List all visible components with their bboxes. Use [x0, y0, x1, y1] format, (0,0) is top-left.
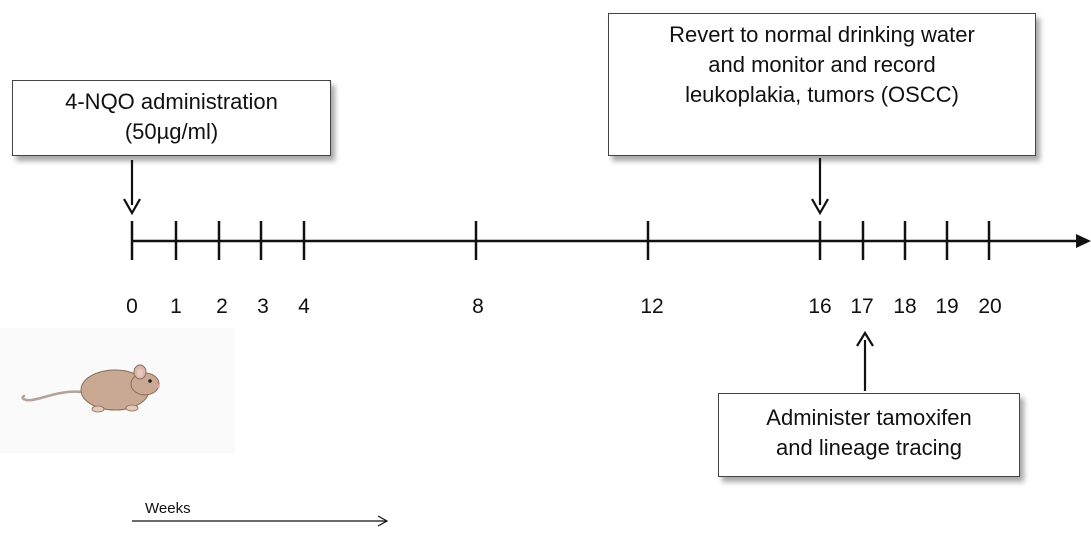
nqo-box-line-2: (50µg/ml)	[124, 119, 219, 144]
tick-label-3: 3	[257, 295, 269, 318]
timeline-arrowhead	[1076, 234, 1091, 248]
revert-box-line-3: leukoplakia, tumors (OSCC)	[685, 82, 959, 107]
timeline-ticks	[130, 221, 991, 260]
tick-label-20: 20	[978, 295, 1002, 318]
tick-label-0: 0	[126, 295, 138, 318]
tick-label-4: 4	[298, 295, 310, 318]
tick-label-1: 1	[170, 295, 182, 318]
revert-water-box: Revert to normal drinking water and moni…	[608, 13, 1036, 156]
tick-label-12: 12	[640, 295, 664, 318]
revert-box-line-2: and monitor and record	[708, 52, 936, 77]
revert-box-line-1: Revert to normal drinking water	[669, 22, 975, 47]
tamoxifen-box-line-2: and lineage tracing	[776, 435, 962, 460]
tick-label-2: 2	[216, 295, 228, 318]
tick-label-18: 18	[893, 295, 917, 318]
mouse-icon	[21, 364, 160, 413]
tick-label-16: 16	[808, 295, 832, 318]
arrow-revert-head	[811, 198, 829, 216]
tick-label-19: 19	[935, 295, 959, 318]
arrow-tamoxifen-head	[856, 330, 874, 347]
nqo-box-line-1: 4-NQO administration	[65, 89, 278, 114]
tamoxifen-box: Administer tamoxifen and lineage tracing	[718, 393, 1020, 477]
weeks-label: Weeks	[145, 500, 191, 517]
weeks-arrow-head	[377, 515, 389, 527]
tamoxifen-box-line-1: Administer tamoxifen	[766, 405, 972, 430]
tick-label-17: 17	[850, 295, 874, 318]
mouse-image-area	[0, 328, 235, 453]
nqo-administration-box: 4-NQO administration (50µg/ml)	[12, 80, 331, 156]
arrow-start-head	[123, 198, 141, 216]
tick-label-8: 8	[472, 295, 484, 318]
